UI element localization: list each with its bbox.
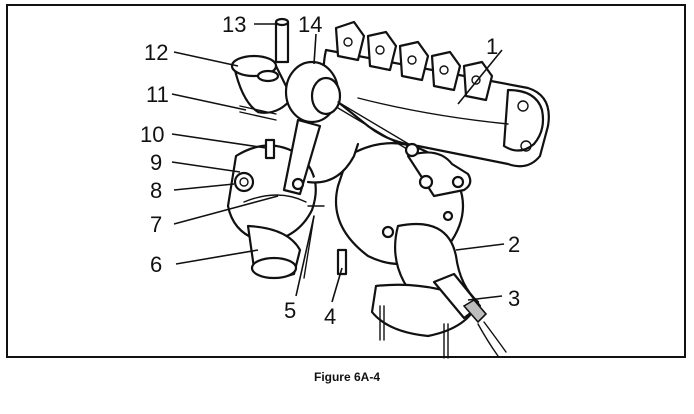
wastegate-actuator xyxy=(284,60,420,158)
callout-11: 11 xyxy=(146,82,169,107)
callout-14: 14 xyxy=(298,12,322,37)
callout-6: 6 xyxy=(150,252,162,277)
figure-frame: 1 2 3 4 5 6 7 8 9 10 11 12 13 14 xyxy=(6,4,686,359)
callout-4: 4 xyxy=(324,304,336,329)
air-intake-pipe xyxy=(230,54,294,114)
callout-8: 8 xyxy=(150,178,162,203)
callout-1: 1 xyxy=(486,34,498,59)
callout-7: 7 xyxy=(150,212,162,237)
oxygen-sensor xyxy=(432,272,507,357)
callout-13: 13 xyxy=(222,12,246,37)
callout-3: 3 xyxy=(508,286,520,311)
figure-caption: Figure 6A-4 xyxy=(313,370,380,384)
callout-9: 9 xyxy=(150,150,162,175)
callout-2: 2 xyxy=(508,232,520,257)
turbocharger-diagram: 1 2 3 4 5 6 7 8 9 10 11 12 13 14 xyxy=(140,12,550,359)
callout-5: 5 xyxy=(284,298,296,323)
callout-labels: 1 2 3 4 5 6 7 8 9 10 11 12 13 14 xyxy=(140,12,520,329)
leader-lines xyxy=(171,23,505,303)
breather-pipe xyxy=(274,17,290,64)
callout-12: 12 xyxy=(144,40,168,65)
callout-10: 10 xyxy=(140,122,164,147)
mounting-bracket xyxy=(239,105,348,279)
